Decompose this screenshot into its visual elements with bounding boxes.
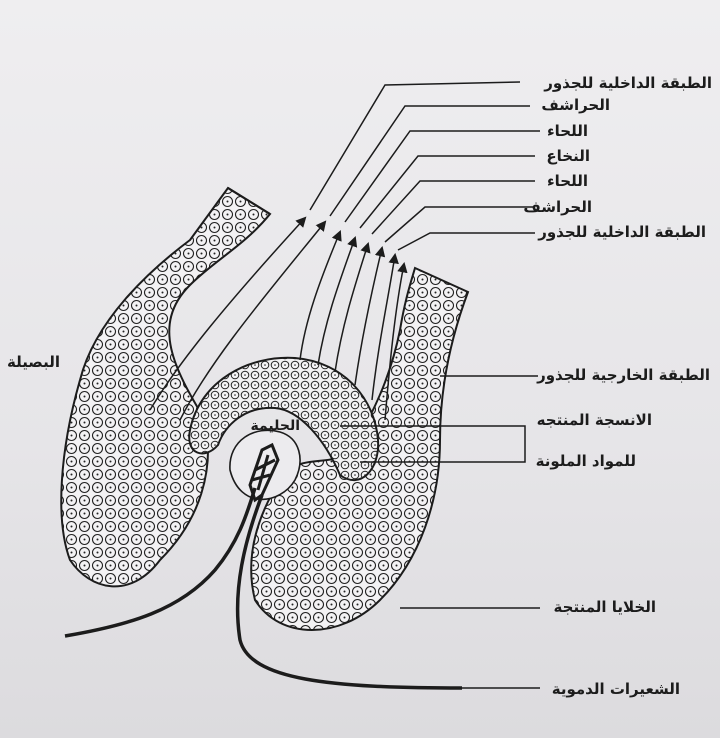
hair-layer-lines [149,216,408,421]
label-outer-root-sheath: الطبقة الخارجية للجذور [536,366,710,384]
label-cuticle-bottom: الحراشف [523,198,592,216]
capillary-left [64,487,257,638]
label-cortex-top: اللحاء [547,122,588,140]
label-pigment-tissue-line2: للمواد الملونة [536,452,636,470]
label-pigment-tissue-line1: الانسجة المنتجه [537,411,652,429]
label-papilla: الحليمة [251,418,300,434]
leader-lines [309,81,540,689]
label-inner-root-sheath-top: الطبقة الداخلية للجذور [543,74,712,92]
label-matrix-cells: الخلايا المنتجة [554,598,656,616]
label-medulla: النخاع [546,147,590,165]
label-cuticle-top: الحراشف [541,96,610,114]
capillary-knot [248,442,280,503]
capillary-right [235,494,463,690]
label-capillaries: الشعيرات الدموية [552,680,680,698]
label-inner-root-sheath-bottom: الطبقة الداخلية للجذور [537,223,706,241]
label-cortex-bottom: اللحاء [547,172,588,190]
label-bulb: البصيلة [7,353,60,371]
outer-root-sheath-left [60,186,272,588]
matrix-ring [188,356,380,481]
